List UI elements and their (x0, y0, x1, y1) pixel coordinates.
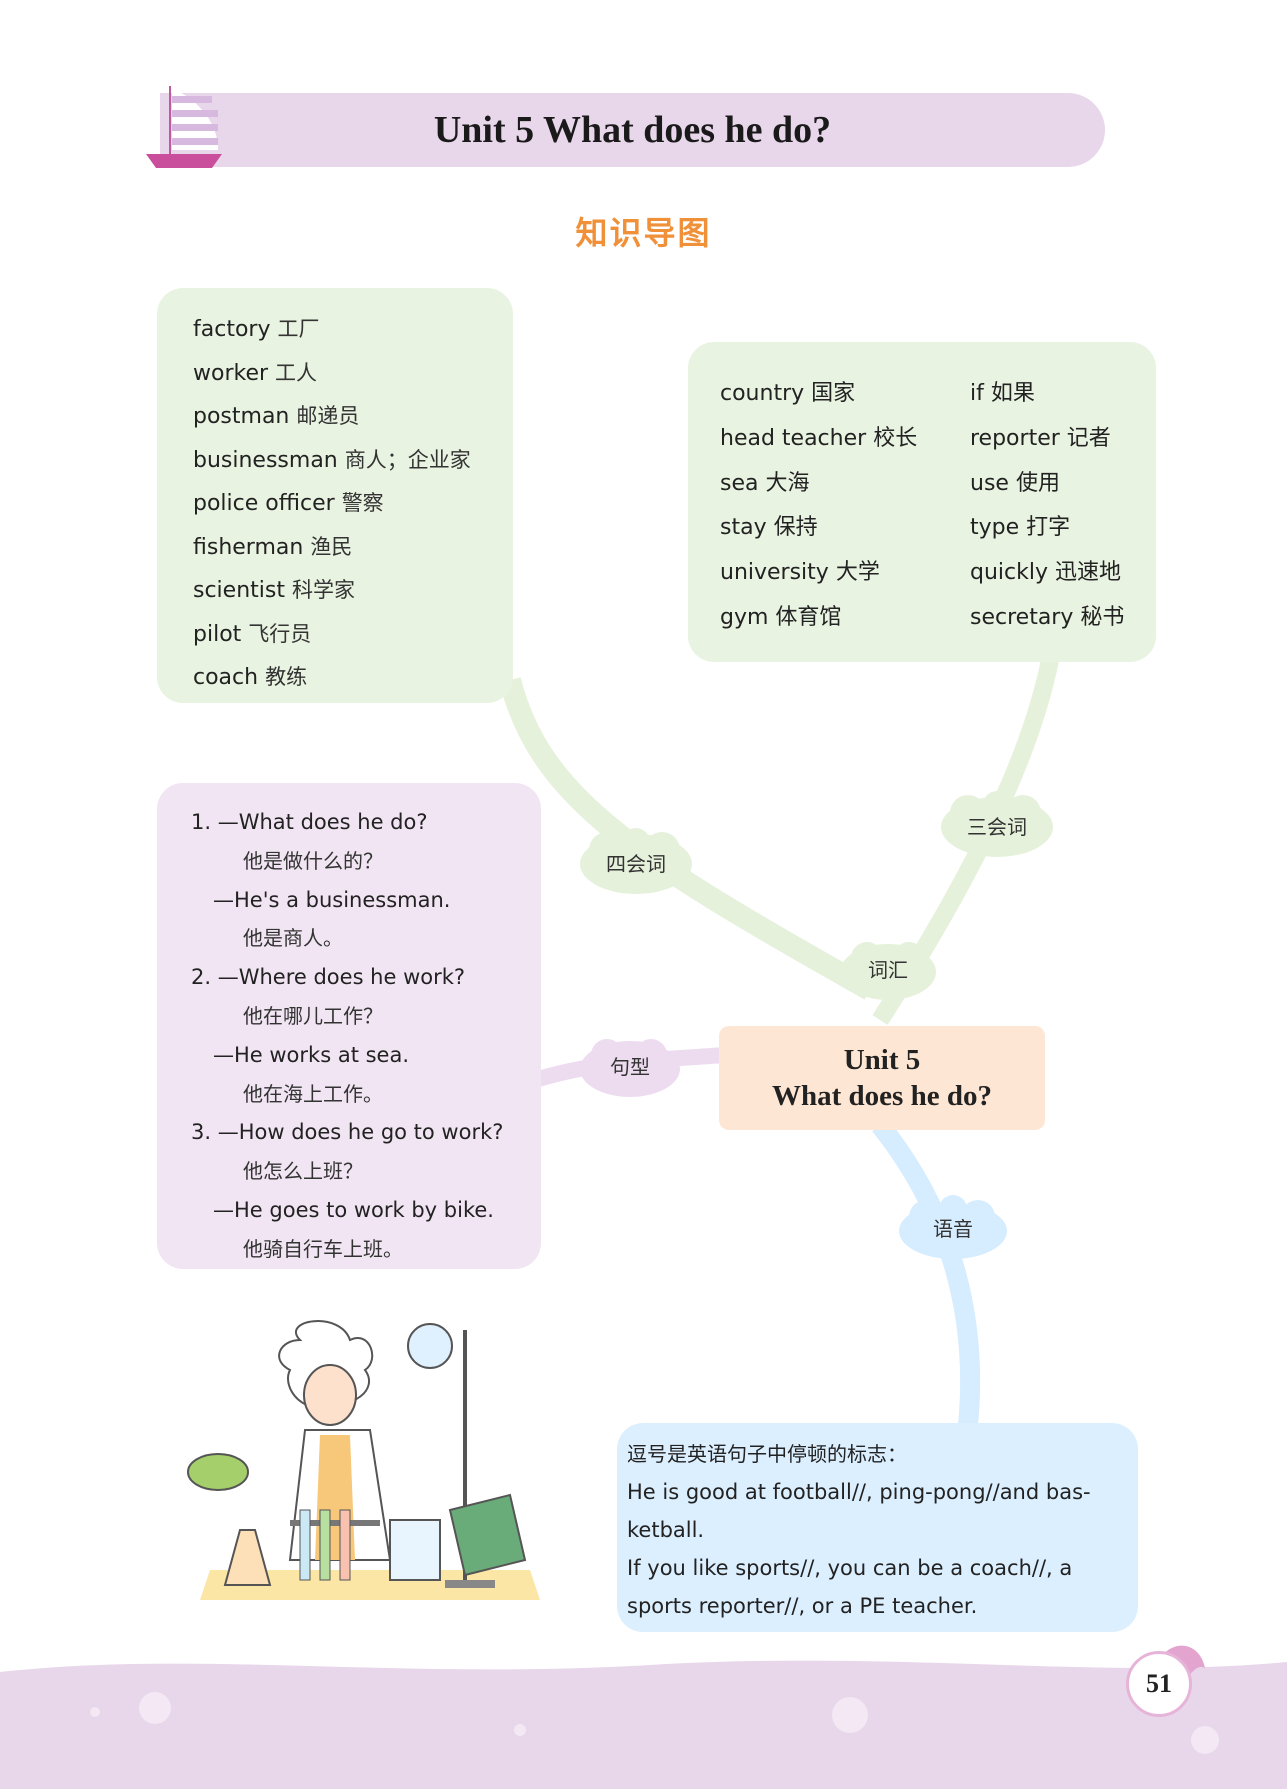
vocab-word: reporter (970, 425, 1060, 451)
vocab-meaning: 使用 (1015, 470, 1060, 496)
vocab-meaning: 迅速地 (1055, 560, 1122, 586)
sentence-answer: —He goes to work by bike. (213, 1197, 494, 1222)
vocab-word: secretary (970, 604, 1074, 630)
vocab-item: type 打字 (970, 506, 1124, 551)
vocab-meaning: 科学家 (291, 578, 355, 602)
page-number: 51 (1126, 1651, 1192, 1717)
vocab-item: country 国家 (720, 372, 917, 417)
node-phonics: 语音 (894, 1193, 1012, 1265)
vocab-word: if (970, 381, 984, 406)
vocab-word: type (970, 515, 1020, 541)
sentence-question: 1. —What does he do? (191, 810, 428, 834)
vocab-item: sea 大海 (720, 462, 917, 507)
vocab-item: police officer 警察 (193, 482, 513, 526)
vocab-meaning: 校长 (873, 425, 918, 451)
node-sentence: 句型 (571, 1031, 689, 1103)
vocab-meaning: 工人 (275, 360, 318, 385)
vocab-item: businessman 商人；企业家 (193, 439, 513, 483)
vocab-word: university (720, 560, 829, 586)
vocab-item: scientist 科学家 (193, 569, 513, 613)
sentence-answer: —He's a businessman. (213, 887, 451, 912)
vocab-meaning: 教练 (265, 665, 308, 689)
vocab-item: gym 体育馆 (720, 596, 917, 641)
sentence-question: 3. —How does he go to work? (191, 1120, 504, 1145)
vocab-item: pilot 飞行员 (193, 613, 513, 657)
vocab-item: secretary 秘书 (970, 596, 1124, 641)
vocab-item: reporter 记者 (970, 417, 1124, 462)
vocab-item: quickly 迅速地 (970, 551, 1124, 596)
vocab-item: fisherman 渔民 (193, 526, 513, 570)
sentence-translation: 他怎么上班？ (243, 1159, 363, 1184)
vocab-meaning: 国家 (811, 381, 856, 406)
vocab-word: use (970, 470, 1009, 496)
vocab-meaning: 商人；企业家 (344, 447, 471, 472)
sentence-translation: 他是做什么的？ (243, 848, 383, 873)
node-vocabulary: 词汇 (829, 934, 947, 1006)
vocab-meaning: 记者 (1066, 425, 1111, 451)
sentence-patterns-box: 1. —What does he do? 他是做什么的？ —He's a busin… (157, 783, 541, 1269)
vocab-meaning: 保持 (773, 515, 818, 541)
vocab-meaning: 警察 (341, 491, 384, 515)
sentence-translation: 他是商人。 (243, 926, 343, 951)
phonics-line: sports reporter//, or a PE teacher. (627, 1594, 978, 1618)
vocab-meaning: 大海 (765, 470, 810, 496)
vocab-item: if 如果 (970, 372, 1124, 417)
vocab-word: worker (193, 360, 269, 386)
vocab-item: university 大学 (720, 551, 917, 596)
vocab-item: postman 邮递员 (193, 395, 513, 439)
vocab-meaning: 大学 (835, 560, 880, 586)
vocab-word: businessman (193, 447, 338, 473)
phonics-line: If you like sports//, you can be a coach… (627, 1556, 1073, 1580)
phonics-line: ketball. (627, 1518, 705, 1542)
node-three-skill: 三会词 (938, 791, 1056, 863)
vocab-meaning: 渔民 (310, 534, 353, 559)
scientist-illustration (187, 1320, 540, 1600)
sentence-translation: 他在哪儿工作？ (243, 1003, 383, 1028)
vocab-item: coach 教练 (193, 656, 513, 700)
vocab-word: police officer (193, 491, 335, 516)
vocab-word: postman (193, 404, 290, 429)
vocab-word: coach (193, 665, 259, 690)
vocab-meaning: 秘书 (1080, 604, 1125, 630)
vocab-word: pilot (193, 621, 242, 647)
center-unit: Unit 5 (843, 1044, 921, 1076)
vocab-word: country (720, 381, 805, 406)
vocab-meaning: 打字 (1026, 515, 1071, 541)
sentence-question: 2. —Where does he work? (191, 965, 466, 990)
vocab-item: use 使用 (970, 462, 1124, 507)
page-title: Unit 5 What does he do? (433, 109, 832, 151)
sentence-answer: —He works at sea. (213, 1042, 410, 1067)
vocab-meaning: 体育馆 (775, 604, 842, 630)
vocab-word: quickly (970, 560, 1048, 586)
vocab-word: head teacher (720, 425, 867, 451)
phonics-line: 逗号是英语句子中停顿的标志： (627, 1442, 907, 1466)
sailboat-icon (146, 86, 222, 168)
vocab-meaning: 飞行员 (248, 621, 312, 646)
node-four-skill: 四会词 (577, 828, 695, 900)
vocab-item: stay 保持 (720, 506, 917, 551)
sentence-translation: 他骑自行车上班。 (243, 1236, 403, 1261)
vocab-item: head teacher 校长 (720, 417, 917, 462)
vocab-word: sea (720, 470, 759, 496)
central-topic: Unit 5 What does he do? (719, 1026, 1045, 1130)
phonics-line: He is good at football//, ping-pong//and… (627, 1480, 1091, 1504)
vocab-meaning: 邮递员 (296, 404, 360, 428)
vocab-word: fisherman (193, 534, 304, 560)
sentence-translation: 他在海上工作。 (243, 1081, 383, 1106)
title-banner (160, 93, 1105, 167)
vocab-word: stay (720, 515, 767, 541)
section-subtitle: 知识导图 (575, 214, 712, 252)
vocab-word: scientist (193, 578, 285, 603)
vocab-word: factory (193, 317, 271, 342)
vocab-item: worker 工人 (193, 352, 513, 396)
vocab-meaning: 工厂 (277, 317, 320, 341)
phonics-box: 逗号是英语句子中停顿的标志： He is good at football//,… (617, 1423, 1138, 1632)
vocab-word: gym (720, 604, 769, 630)
vocab-meaning: 如果 (990, 381, 1035, 406)
center-question: What does he do? (772, 1080, 992, 1112)
vocab-item: factory 工厂 (193, 308, 513, 352)
